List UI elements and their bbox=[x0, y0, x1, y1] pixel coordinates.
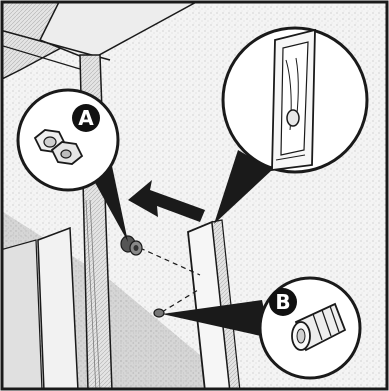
leaning-panel-2 bbox=[0, 240, 42, 391]
callout-a-bubble bbox=[18, 90, 118, 190]
anchor-on-wall bbox=[154, 309, 164, 317]
callout-b-label: B bbox=[275, 290, 290, 314]
panel-detail-drawing bbox=[272, 30, 315, 170]
callout-a-badge: A bbox=[72, 104, 100, 132]
callout-b-badge: B bbox=[269, 288, 297, 316]
callout-a-label: A bbox=[78, 106, 94, 130]
mounting-hole-icon bbox=[287, 110, 299, 126]
